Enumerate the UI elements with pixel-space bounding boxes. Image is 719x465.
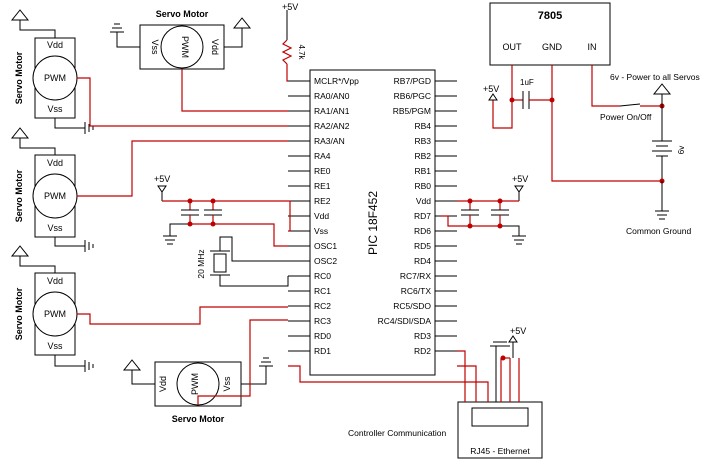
pic-pin-label: RE2 (314, 196, 331, 206)
servo-pwm-label: PWM (190, 373, 200, 395)
servo-title: Servo Motor (14, 287, 24, 340)
servo-vdd-label: Vdd (47, 158, 63, 168)
servo-vdd-label: Vdd (158, 376, 168, 392)
servo-vdd-label: Vdd (47, 40, 63, 50)
servo-pwm-label: PWM (44, 191, 66, 201)
pic-pin-label: RB4 (414, 121, 431, 131)
signal-wires (77, 69, 288, 405)
vcc-label-left: +5V (154, 174, 170, 184)
servo-motor-bottom: Vdd PWM Vss Servo Motor (154, 361, 242, 424)
pic-pin-label: RC1 (314, 286, 331, 296)
crystal-oscillator: 20 MHz (196, 236, 289, 287)
servo-title: Servo Motor (14, 169, 24, 222)
pic-pin-label: RB1 (414, 166, 431, 176)
pic-pin-label: RD2 (414, 346, 431, 356)
servo-vdd-label: Vdd (47, 276, 63, 286)
servo-motor-top: Vss PWM Vdd Servo Motor (139, 9, 225, 70)
servo-vss-label: Vss (47, 223, 63, 233)
pic-pin-label: RC2 (314, 301, 331, 311)
pic-pin-label: RB7/PGD (394, 76, 431, 86)
power-switch-label: Power On/Off (600, 112, 652, 122)
pic-pin-label: RB0 (414, 181, 431, 191)
pic-pin-label: RA2/AN2 (314, 121, 350, 131)
servo-motor-left-3: Vdd PWM Vss Servo Motor (14, 272, 78, 356)
mclr-vcc-label: +5V (282, 2, 298, 12)
pic-pin-label: Vdd (314, 211, 329, 221)
servo-vss-label: Vss (47, 104, 63, 114)
servo-title: Servo Motor (156, 9, 209, 19)
pic-pin-label: RD1 (314, 346, 331, 356)
pic-pin-label: RB6/PGC (394, 91, 431, 101)
resistor-value: 4.7k (297, 44, 306, 60)
pic-pin-label: RB2 (414, 151, 431, 161)
servo-pwm-label: PWM (44, 309, 66, 319)
common-ground-label: Common Ground (626, 226, 691, 236)
servo-motor-left-2: Vdd PWM Vss Servo Motor (14, 154, 78, 238)
pic-pin-label: MCLR*/Vpp (314, 76, 359, 86)
pic-pin-label: RC3 (314, 316, 331, 326)
right-decoupling: +5V (441, 174, 528, 245)
pic-pin-label: RD7 (414, 211, 431, 221)
pic-pin-label: OSC1 (314, 241, 337, 251)
voltage-regulator-7805: 7805 OUT GND IN +5V 1uF 6v - Power to al… (483, 2, 700, 236)
servo-power-wiring (10, 9, 273, 385)
regulator-out-label: OUT (503, 42, 523, 52)
servo-title: Servo Motor (172, 414, 225, 424)
vcc-label-reg: +5V (483, 84, 499, 94)
power-servos-label: 6v - Power to all Servos (610, 72, 700, 82)
servo-vss-label: Vss (222, 376, 232, 392)
pic-pin-label: RE1 (314, 181, 331, 191)
pic-pin-label: RE0 (314, 166, 331, 176)
pic-pin-label: RC4/SDI/SDA (378, 316, 432, 326)
pic-pin-label: RD6 (414, 226, 431, 236)
pic-pin-label: RD5 (414, 241, 431, 251)
servo-vdd-label: Vdd (210, 39, 220, 55)
vcc-label-rj45: +5V (510, 326, 526, 336)
pic-pin-label: Vss (314, 226, 328, 236)
regulator-in-label: IN (588, 42, 597, 52)
rj45-label: RJ45 - Ethernet (470, 446, 530, 456)
regulator-gnd-label: GND (542, 42, 563, 52)
regulator-label: 7805 (538, 10, 562, 22)
pic-pin-label: RA1/AN1 (314, 106, 350, 116)
rj45-connector: RJ45 - Ethernet Controller Communication… (288, 326, 543, 459)
pic-pin-label: RC6/TX (401, 286, 432, 296)
pic-pin-label: RD4 (414, 256, 431, 266)
battery-label: 6v (677, 146, 686, 154)
servo-pwm-label: PWM (180, 36, 190, 58)
servo-vss-label: Vss (150, 39, 160, 55)
pic-pin-label: RA3/AN (314, 136, 345, 146)
pic-pin-label: RC0 (314, 271, 331, 281)
pic-pin-label: RB5/PGM (393, 106, 431, 116)
vcc-label-right: +5V (512, 174, 528, 184)
mclr-pullup-resistor: +5V 4.7k (281, 2, 306, 82)
pic-chip-label: PIC 18F452 (366, 191, 380, 255)
servo-title: Servo Motor (14, 51, 24, 104)
controller-comm-label: Controller Communication (348, 428, 447, 438)
pic-pin-label: RA4 (314, 151, 331, 161)
pic-right-pins: RB7/PGD RB6/PGC RB5/PGM RB4RB3RB2RB1RB0VddR… (378, 76, 457, 356)
pic-pin-label: RD0 (314, 331, 331, 341)
servo-vss-label: Vss (47, 341, 63, 351)
pic-pin-label: OSC2 (314, 256, 337, 266)
pic-pin-label: RD3 (414, 331, 431, 341)
pic-pin-label: RB3 (414, 136, 431, 146)
pic-pin-label: RC7/RX (400, 271, 432, 281)
pic-pin-label: RA0/AN0 (314, 91, 350, 101)
capacitor-label: 1uF (520, 78, 534, 87)
pic-microcontroller: PIC 18F452 MCLR*/VppRA0/AN0RA1/AN1RA2/AN… (288, 69, 457, 376)
left-decoupling: +5V (154, 174, 291, 247)
pic-pin-label: Vdd (416, 196, 431, 206)
servo-motor-left-1: Vdd PWM Vss Servo Motor (14, 37, 78, 119)
pic-pin-label: RC5/SDO (393, 301, 431, 311)
crystal-label: 20 MHz (196, 249, 206, 278)
servo-pwm-label: PWM (44, 73, 66, 83)
